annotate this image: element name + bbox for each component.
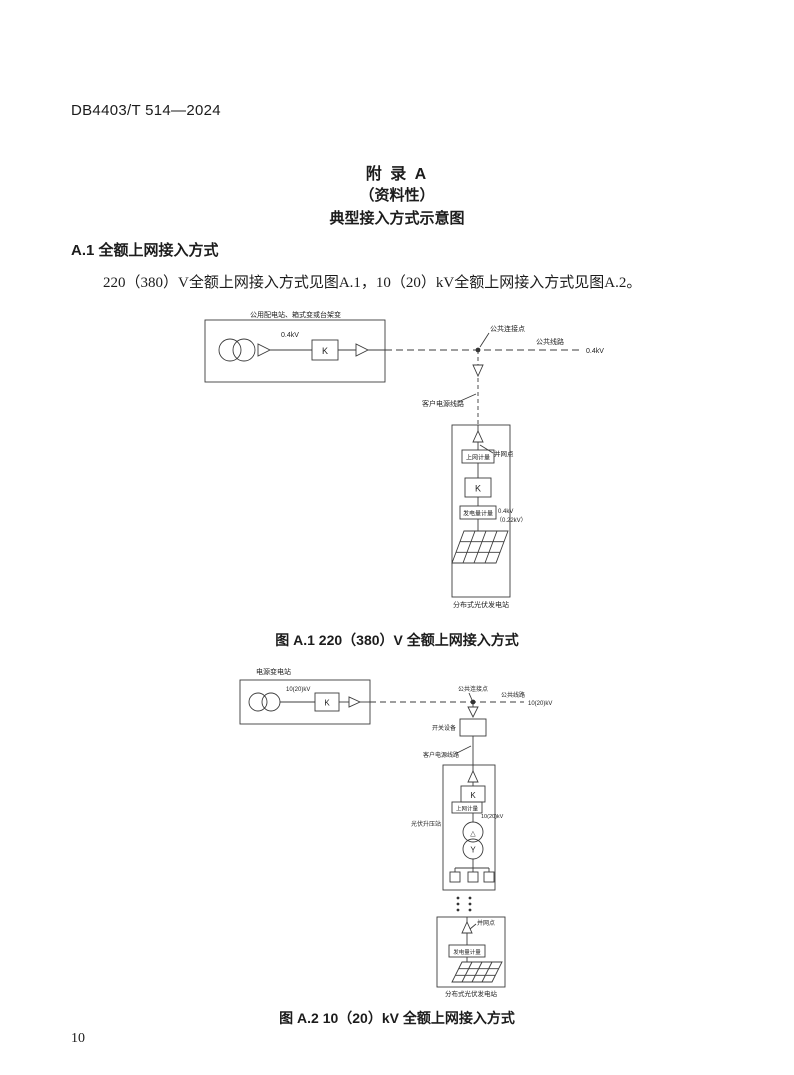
a2-grid-point-label: 并网点: [477, 919, 495, 927]
a2-switchgear-box: [459, 718, 487, 737]
a2-switchgear-label: 开关设备: [432, 724, 456, 732]
page-number: 10: [71, 1031, 85, 1046]
a1-gen-voltage-label: 0.4kV: [498, 509, 513, 515]
a2-wye-symbol: Y: [470, 846, 476, 855]
a2-hv-meter-label: 10(20)kV: [481, 814, 504, 820]
a2-pcc-dot: [470, 699, 476, 705]
a2-flow-arrow-icon: [467, 769, 479, 783]
figure-a1-labels: 公用配电站、箱式变或台架变 0.4kV K 公共连接点 公共线路 0.4kV 客…: [250, 310, 604, 609]
a2-transformer-icon: [248, 692, 268, 712]
a1-public-line-label: 公共线路: [536, 337, 564, 346]
a2-arrow-icon: [348, 696, 362, 708]
a2-hv-inside-label: 10(20)kV: [286, 687, 310, 693]
a1-transformer-icon: [232, 338, 256, 362]
a1-flow-arrow-icon: [472, 429, 484, 443]
a1-grid-meter-label: 上网计量: [466, 454, 490, 462]
a2-public-line-label: 公共线路: [501, 691, 525, 699]
a2-pv-station-box: [436, 916, 506, 988]
a2-feeder-box: [483, 871, 495, 883]
a1-arrow-icon: [257, 343, 272, 357]
a2-breaker-label: K: [470, 791, 476, 800]
a1-lv-end-label: 0.4kV: [586, 348, 604, 355]
figure-a2-caption: 图 A.2 10（20）kV 全额上网接入方式: [279, 1010, 515, 1026]
appendix-subtitle: （资料性）: [359, 187, 435, 204]
a1-gen-voltage-label: （0.22kV）: [496, 517, 527, 524]
figure-a1-diagram: 公用配电站、箱式变或台架变 0.4kV K 公共连接点 公共线路 0.4kV 客…: [204, 310, 604, 609]
a2-boost-station-label: 光伏升压站: [411, 820, 441, 828]
a2-delta-symbol: △: [470, 831, 476, 838]
a2-breaker-label: K: [324, 699, 330, 708]
a2-pv-station-label: 分布式光伏发电站: [445, 989, 498, 998]
a2-feeder-box: [449, 871, 461, 883]
a2-solar-panel-icon: [451, 961, 503, 983]
standard-number-header: DB4403/T 514—2024: [71, 102, 221, 119]
a1-pv-station-label: 分布式光伏发电站: [453, 600, 509, 609]
a2-flow-arrow-icon: [467, 706, 479, 719]
a2-hv-line-label: 10(20)kV: [528, 701, 552, 707]
a2-flow-arrow-icon: [461, 920, 473, 934]
a2-ellipsis-dots: [456, 896, 472, 912]
a1-arrow-icon: [355, 343, 370, 357]
body-paragraph: 220（380）V全额上网接入方式见图A.1，10（20）kV全额上网接入方式见…: [103, 275, 642, 291]
a2-gen-meter-label: 发电量计量: [453, 948, 481, 956]
a1-pv-station-box: [451, 424, 511, 598]
figure-a2-linework: [239, 679, 524, 988]
a2-boost-station-box: [442, 764, 496, 891]
a1-grid-point-label: 并网点: [494, 449, 514, 458]
a1-pcc-label: 公共连接点: [490, 324, 525, 333]
a1-breaker-label: K: [475, 484, 481, 494]
figure-a2-labels: 电源变电站 10(20)kV K 公共连接点 公共线路 10(20)kV 开关设…: [256, 667, 552, 998]
a1-gen-meter-label: 发电量计量: [463, 510, 493, 518]
appendix-title: 附 录 A: [365, 166, 429, 183]
a1-station-box: [204, 319, 386, 383]
a2-customer-line-label: 客户电源线路: [423, 751, 459, 759]
a1-transformer-icon: [218, 338, 242, 362]
a1-flow-arrow-icon: [472, 364, 484, 378]
a1-station-label: 公用配电站、箱式变或台架变: [250, 310, 341, 319]
a2-grid-meter-box: [451, 801, 483, 814]
a1-customer-line-label: 客户电源线路: [422, 399, 464, 408]
a2-pcc-label: 公共连接点: [458, 685, 488, 693]
figure-a1-caption: 图 A.1 220（380）V 全额上网接入方式: [275, 632, 519, 648]
a1-breaker-label: K: [322, 346, 328, 356]
a2-station-label: 电源变电站: [256, 667, 291, 676]
a2-feeder-box: [467, 871, 479, 883]
figure-a1-linework: [204, 319, 583, 598]
appendix-heading: 典型接入方式示意图: [329, 210, 465, 227]
a2-grid-meter-label: 上网计量: [456, 805, 479, 813]
a2-transformer-delta-icon: [462, 821, 484, 843]
a2-transformer-icon: [261, 692, 281, 712]
section-heading: A.1 全额上网接入方式: [71, 242, 219, 259]
figure-a2-diagram: 电源变电站 10(20)kV K 公共连接点 公共线路 10(20)kV 开关设…: [239, 667, 552, 998]
a1-solar-panel-icon: [451, 530, 509, 564]
a1-lv-inside-label: 0.4kV: [281, 332, 299, 339]
